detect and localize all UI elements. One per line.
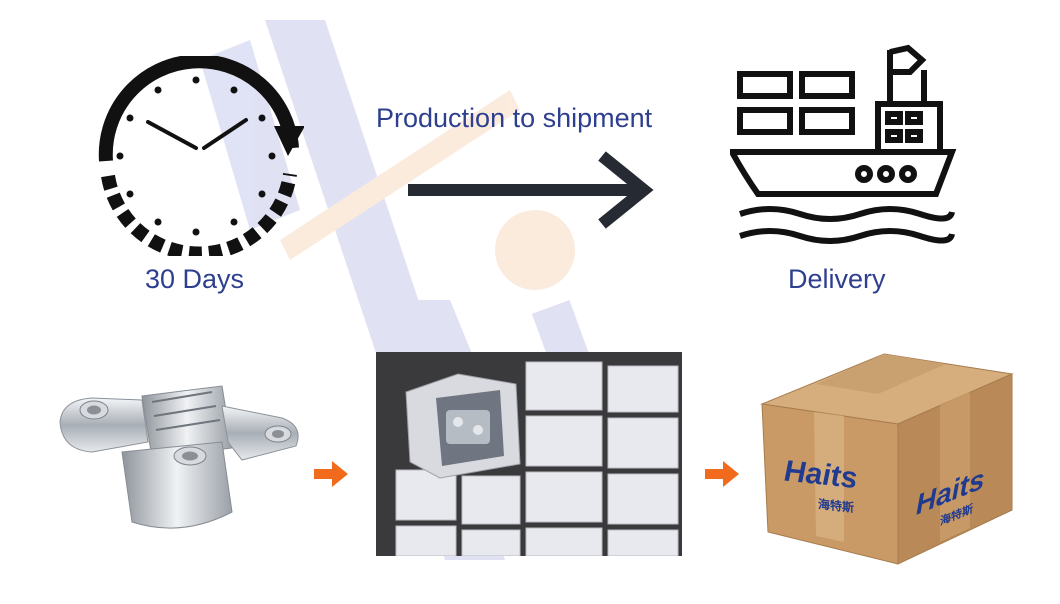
duration-label: 30 Days (145, 264, 245, 294)
box-brand-front: Haits (784, 455, 857, 496)
cargo-ship-icon (730, 44, 957, 244)
box-brand-cn-front: 海特斯 (818, 496, 854, 515)
packaging-photo (376, 352, 682, 556)
hinge-product-image (59, 385, 299, 529)
clock-icon (98, 56, 304, 256)
delivery-label: Delivery (788, 264, 886, 294)
long-arrow-icon (408, 151, 654, 229)
orange-arrow-icon (314, 461, 348, 487)
cardboard-box-image: Haits 海特斯 Haits 海特斯 (760, 353, 1014, 565)
orange-arrow-icon-2 (705, 461, 739, 487)
process-label: Production to shipment (376, 103, 653, 133)
